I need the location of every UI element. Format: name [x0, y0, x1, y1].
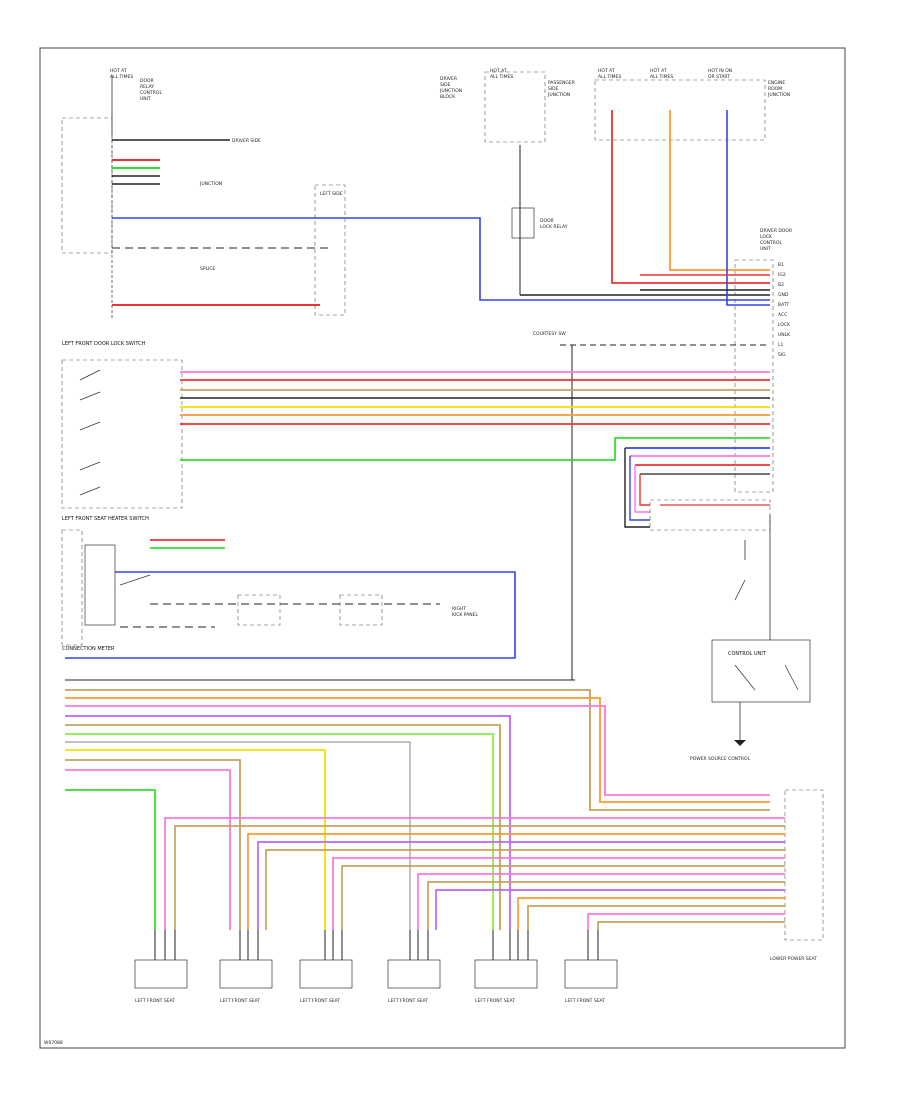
svg-text:JUNCTION: JUNCTION [439, 88, 462, 94]
svg-text:UNIT: UNIT [760, 246, 771, 252]
left-front-door-lock-switch: LEFT FRONT DOOR LOCK SWITCH [61, 341, 183, 509]
svg-text:ACC: ACC [778, 312, 787, 318]
svg-text:DOOR: DOOR [140, 78, 154, 84]
label-power-source-control: POWER SOURCE CONTROL [690, 756, 751, 762]
label-lower-power-seat: LOWER POWER SEAT [770, 956, 817, 962]
svg-text:B2: B2 [778, 282, 784, 288]
svg-text:RIGHT: RIGHT [452, 606, 466, 612]
footer-code: W07088 [44, 1040, 63, 1046]
svg-text:SIG: SIG [778, 352, 786, 358]
label-seat-1: LEFT FRONT SEAT [135, 998, 175, 1004]
label-left-front-seat-heater-switch: LEFT FRONT SEAT HEATER SWITCH [62, 516, 149, 522]
svg-text:HOT AT: HOT AT [110, 68, 127, 74]
top-right-sources: DRIVER SIDE JUNCTION BLOCK HOT AT ALL TI… [439, 68, 790, 143]
lower-bus-wires [65, 689, 770, 930]
seat-labels: LEFT FRONT SEAT LEFT FRONT SEAT LEFT FRO… [135, 998, 605, 1004]
lower-power-seat-connector: LOWER POWER SEAT [770, 789, 824, 962]
svg-text:ROOM: ROOM [768, 86, 782, 92]
svg-text:UNLK: UNLK [778, 332, 791, 338]
label-seat-5: LEFT FRONT SEAT [475, 998, 515, 1004]
svg-text:OR START: OR START [708, 74, 730, 80]
svg-text:B1: B1 [778, 262, 784, 268]
svg-text:LEFT SIDE: LEFT SIDE [320, 191, 343, 197]
right-connector-top: DRIVER DOOR LOCK CONTROL UNIT B1 IG2 B2 … [734, 228, 792, 493]
label-left-front-door-lock-switch: LEFT FRONT DOOR LOCK SWITCH [62, 341, 146, 347]
svg-text:UNIT: UNIT [140, 96, 151, 102]
svg-text:BLOCK: BLOCK [440, 94, 456, 100]
svg-text:LOCK: LOCK [778, 322, 791, 328]
label-seat-4: LEFT FRONT SEAT [388, 998, 428, 1004]
svg-text:SPLICE: SPLICE [200, 266, 216, 272]
svg-text:COURTESY SW: COURTESY SW [533, 331, 566, 337]
svg-text:SIDE: SIDE [548, 86, 559, 92]
seat-motor-connectors [134, 959, 618, 989]
svg-text:BATT: BATT [778, 302, 789, 308]
top-right-wires [519, 110, 770, 306]
svg-text:L1: L1 [778, 342, 784, 348]
svg-text:LOCK RELAY: LOCK RELAY [540, 224, 568, 230]
svg-text:JUNCTION: JUNCTION [199, 181, 222, 187]
label-connection-meter: CONNECTION METER [62, 646, 115, 652]
svg-text:GND: GND [778, 292, 789, 298]
svg-text:ALL TIMES: ALL TIMES [490, 74, 513, 80]
top-left-connector: HOT AT ALL TIMES DOOR RELAY CONTROL UNIT [61, 68, 162, 320]
svg-text:LOCK: LOCK [760, 234, 773, 240]
svg-text:SIDE: SIDE [440, 82, 451, 88]
seat-fan-wires [164, 817, 785, 930]
diagram-frame [39, 47, 846, 1049]
svg-text:KICK PANEL: KICK PANEL [452, 612, 479, 618]
svg-text:DRIVER SIDE: DRIVER SIDE [232, 138, 261, 144]
svg-text:CONTROL: CONTROL [140, 90, 162, 96]
svg-text:PASSENGER: PASSENGER [548, 80, 575, 86]
courtesy-wires [65, 344, 770, 681]
right-mid-verticals [624, 448, 650, 528]
label-seat-2: LEFT FRONT SEAT [220, 998, 260, 1004]
svg-text:DRIVER DOOR: DRIVER DOOR [760, 228, 792, 234]
svg-text:IG2: IG2 [778, 272, 786, 278]
power-source-control: CONTROL UNIT POWER SOURCE CONTROL [649, 499, 811, 762]
svg-text:HOT AT: HOT AT [650, 68, 667, 74]
left-front-seat-heater-switch: LEFT FRONT SEAT HEATER SWITCH [61, 516, 151, 646]
svg-text:HOT AT: HOT AT [490, 68, 507, 74]
svg-text:RELAY: RELAY [140, 84, 154, 90]
connector-stubs [154, 930, 599, 960]
svg-text:ALL TIMES: ALL TIMES [598, 74, 621, 80]
middle-colored-wires [180, 371, 770, 475]
label-seat-6: LEFT FRONT SEAT [565, 998, 605, 1004]
seat-heater-wires [65, 539, 516, 659]
svg-text:CONTROL: CONTROL [760, 240, 782, 246]
svg-text:HOT IN ON: HOT IN ON [708, 68, 732, 74]
svg-text:JUNCTION: JUNCTION [767, 92, 790, 98]
svg-text:ALL TIMES: ALL TIMES [110, 74, 133, 80]
svg-text:HOT AT: HOT AT [598, 68, 615, 74]
svg-text:DOOR: DOOR [540, 218, 554, 224]
svg-text:JUNCTION: JUNCTION [547, 92, 570, 98]
top-left-wires [112, 139, 770, 306]
svg-text:ENGINE: ENGINE [768, 80, 785, 86]
label-seat-3: LEFT FRONT SEAT [300, 998, 340, 1004]
svg-text:DRIVER: DRIVER [440, 76, 457, 82]
svg-text:ALL TIMES: ALL TIMES [650, 74, 673, 80]
label-control-unit: CONTROL UNIT [728, 651, 767, 657]
